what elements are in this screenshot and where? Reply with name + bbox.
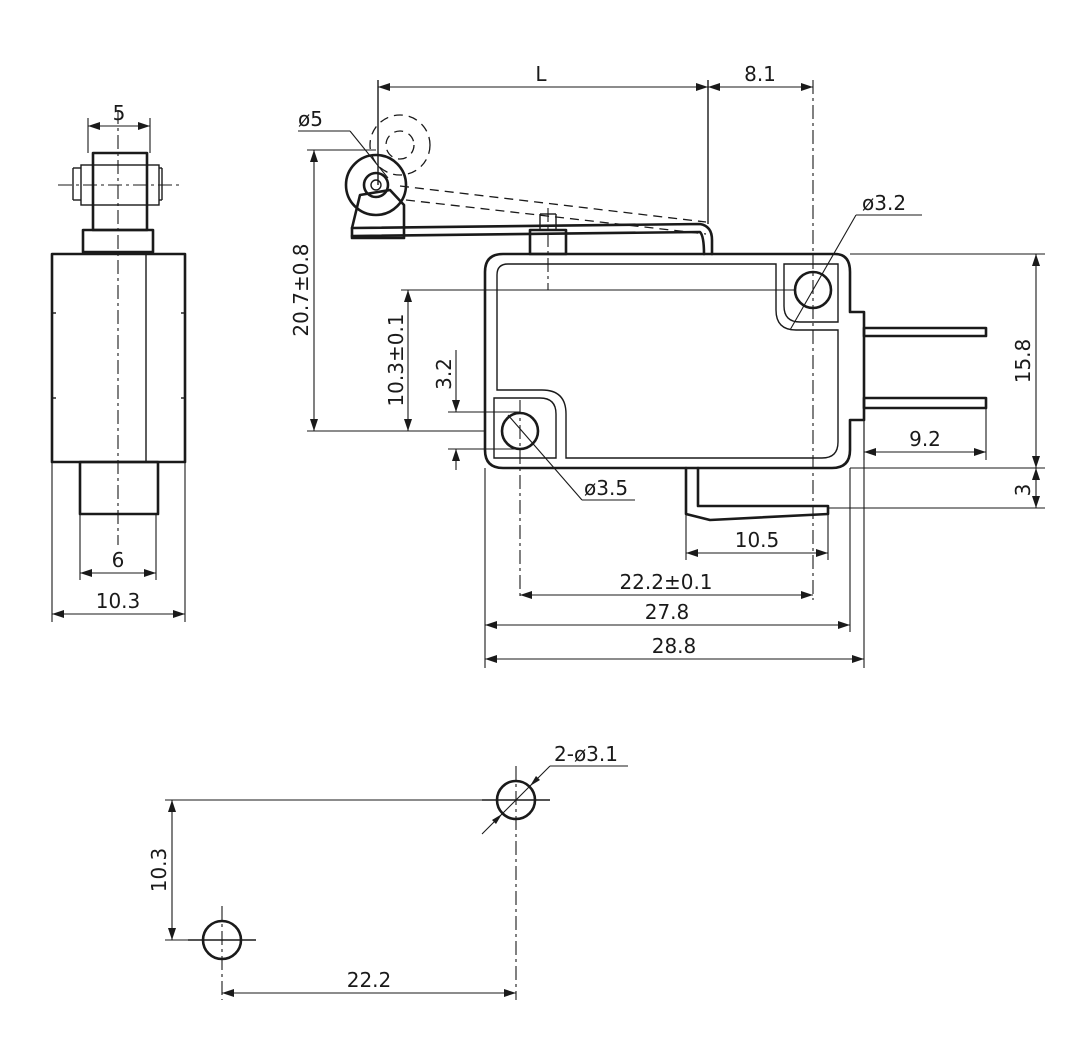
dim-roller-dia: ø5 — [298, 107, 323, 131]
terminal-middle — [862, 396, 988, 410]
dim-mount-vertical: 10.3 — [147, 848, 171, 893]
dim-lever-length: L — [535, 62, 547, 86]
dim-hole-dia-bottom: ø3.5 — [584, 476, 628, 500]
dim-side-width-body: 10.3 — [96, 589, 141, 613]
dim-operating-height: 20.7±0.8 — [289, 243, 313, 336]
front-body — [483, 252, 866, 470]
dim-hole-offset: 3.2 — [432, 358, 456, 390]
terminal-bottom — [684, 466, 830, 522]
dim-side-width-stem: 6 — [112, 548, 125, 572]
mounting-layout: 2-ø3.1 10.3 22.2 — [147, 742, 628, 1000]
dim-mount-horizontal: 22.2 — [347, 968, 392, 992]
dim-hole-dia-top: ø3.2 — [862, 191, 906, 215]
dim-side-width-top: 5 — [113, 101, 126, 125]
dim-terminal-drop: 3 — [1011, 484, 1035, 497]
lever-arm — [350, 222, 714, 256]
terminal-top — [862, 326, 988, 338]
dim-hole-height: 10.3±0.1 — [384, 313, 408, 406]
dim-mount-holes: 2-ø3.1 — [554, 742, 618, 766]
side-view: 5 6 10.3 — [50, 101, 187, 622]
front-view: L 8.1 ø5 ø3.2 20.7±0.8 10.3±0.1 — [289, 62, 1045, 668]
dim-hole-spacing: 22.2±0.1 — [619, 570, 712, 594]
dim-body-length-a: 27.8 — [645, 600, 690, 624]
dim-terminal-length: 9.2 — [909, 427, 941, 451]
dim-body-length-b: 28.8 — [652, 634, 697, 658]
roller-bracket — [350, 188, 406, 240]
dim-lever-offset: 8.1 — [744, 62, 776, 86]
roller — [344, 153, 408, 217]
dim-bottom-terminal: 10.5 — [735, 528, 780, 552]
front-body-inner — [496, 263, 839, 459]
roller-actuated — [369, 114, 431, 176]
dim-body-height: 15.8 — [1011, 339, 1035, 384]
side-bottom-stem — [78, 460, 160, 516]
